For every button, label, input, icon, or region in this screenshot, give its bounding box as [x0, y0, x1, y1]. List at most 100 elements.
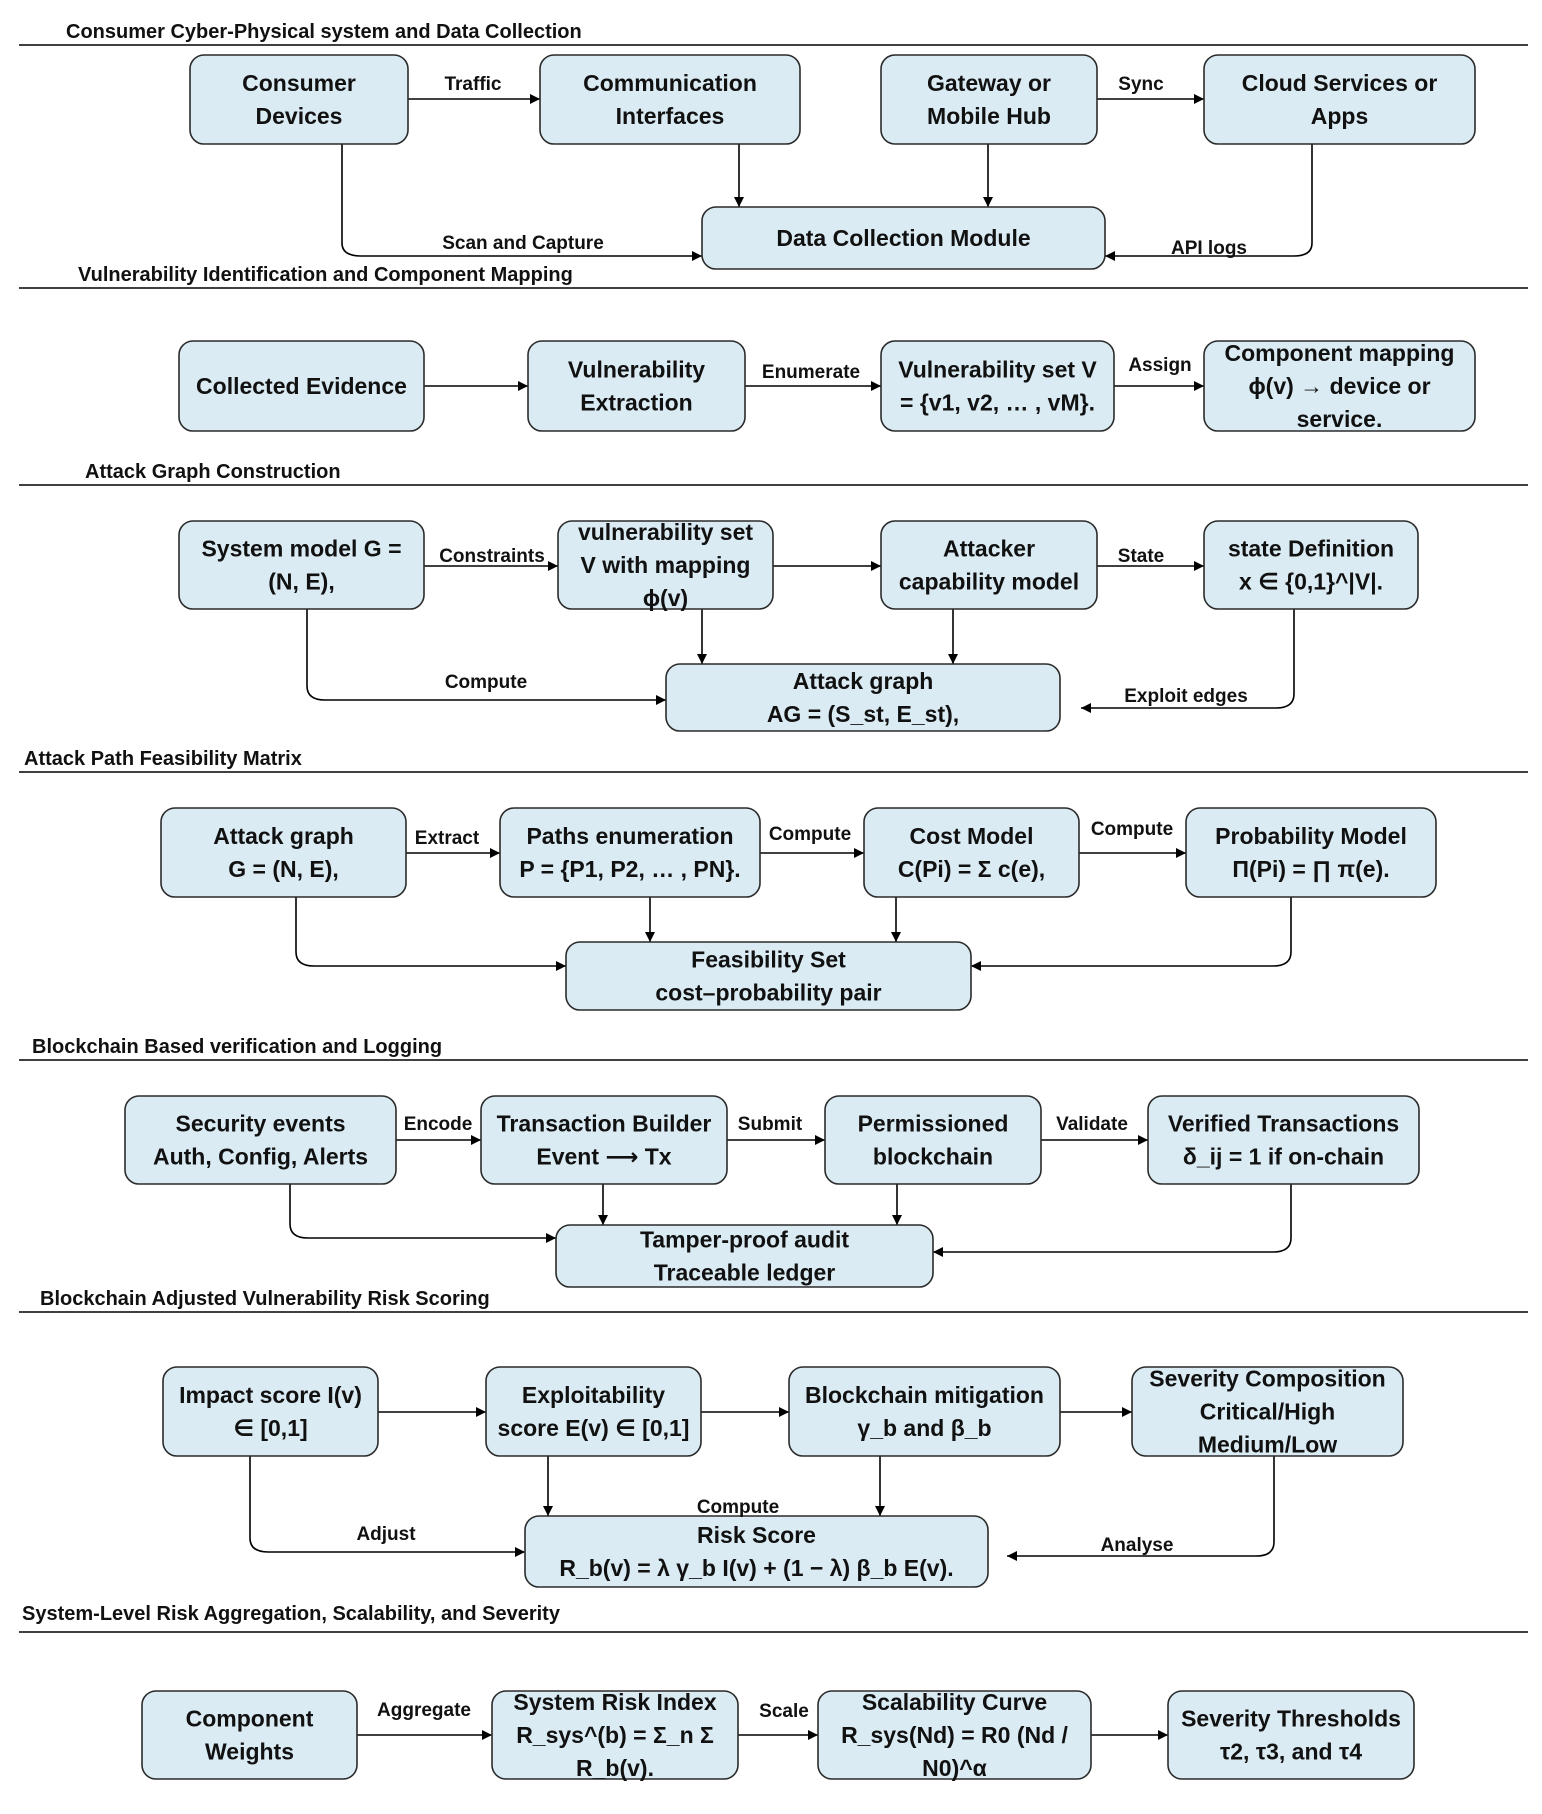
node-box: [555, 1224, 934, 1288]
node-text: Feasibility Set: [691, 947, 846, 973]
section-title-s1: Consumer Cyber-Physical system and Data …: [66, 21, 582, 43]
node-text: Data Collection Module: [776, 225, 1030, 251]
section-title-s6: Blockchain Adjusted Vulnerability Risk S…: [40, 1288, 490, 1310]
node-text: Auth, Config, Alerts: [153, 1144, 368, 1170]
node-text: Scalability Curve: [862, 1689, 1047, 1715]
edge-label: Encode: [404, 1114, 473, 1135]
node-text: Paths enumeration: [526, 823, 733, 849]
edge-label: Traffic: [444, 74, 501, 95]
node-text: Consumer: [242, 70, 356, 96]
node-text: System model G =: [201, 536, 401, 562]
node-data-collection-module: Data Collection Module: [701, 206, 1106, 270]
node-text: Permissioned: [858, 1111, 1009, 1137]
node-text: Attack graph: [213, 823, 354, 849]
node-text: (N, E),: [268, 569, 334, 595]
edge-label: Assign: [1128, 355, 1191, 376]
node-box: [1185, 807, 1437, 898]
node-text: Devices: [256, 103, 343, 129]
node-text: Transaction Builder: [497, 1111, 712, 1137]
node-box: [665, 663, 1061, 732]
node-text: Attacker: [943, 536, 1035, 562]
node-box: [880, 340, 1115, 432]
node-text: Severity Thresholds: [1181, 1706, 1401, 1732]
node-impact-score: Impact score I(v) ∈ [0,1]: [162, 1366, 379, 1457]
node-text: ∈ [0,1]: [233, 1415, 307, 1441]
node-text: Exploitability: [522, 1382, 665, 1408]
node-exploitability-score: Exploitability score E(v) ∈ [0,1]: [485, 1366, 702, 1457]
edge-arrow-e37: [1007, 1456, 1275, 1561]
node-text: ϕ(v) → device or: [1248, 373, 1430, 399]
node-text: Interfaces: [616, 103, 725, 129]
node-box: [491, 1690, 739, 1780]
edge-arrow-e23: [971, 897, 1292, 971]
edge-label: Analyse: [1101, 1535, 1174, 1556]
node-text: Severity Composition: [1149, 1366, 1385, 1392]
node-text: Impact score I(v): [179, 1382, 362, 1408]
node-text: Attack graph: [793, 668, 934, 694]
node-text: Mobile Hub: [927, 103, 1051, 129]
node-system-model: System model G = (N, E),: [178, 520, 425, 610]
node-box: [1203, 520, 1419, 610]
node-box: [880, 520, 1098, 610]
section-title-s5: Blockchain Based verification and Loggin…: [32, 1036, 442, 1058]
edge-label: Aggregate: [377, 1700, 471, 1721]
node-text: Vulnerability set V: [898, 357, 1097, 383]
node-collected-evidence: Collected Evidence: [178, 340, 425, 432]
node-text: Event ⟶ Tx: [536, 1144, 671, 1170]
edge-label: Adjust: [356, 1524, 416, 1545]
node-text: score E(v) ∈ [0,1]: [498, 1415, 690, 1441]
node-text: Extraction: [580, 390, 692, 416]
node-text: Traceable ledger: [654, 1260, 836, 1286]
edge-label: Scan and Capture: [442, 233, 604, 254]
node-text: R_b(v).: [576, 1755, 654, 1781]
edge-label: Compute: [697, 1497, 779, 1518]
section-title-s2: Vulnerability Identification and Compone…: [78, 264, 573, 286]
node-text: Gateway or: [927, 70, 1051, 96]
node-text: vulnerability set: [578, 519, 753, 545]
node-text: Critical/High: [1200, 1399, 1335, 1425]
node-text: C(Pi) = Σ c(e),: [898, 856, 1045, 882]
edge-arrow-e36: [249, 1456, 525, 1557]
node-box: [160, 807, 407, 898]
edge-label: Sync: [1118, 74, 1164, 95]
node-text: R_sys(Nd) = R0 (Nd /: [841, 1722, 1068, 1748]
node-box: [527, 340, 746, 432]
edge-arrow-e6: [1105, 144, 1313, 261]
node-text: service.: [1297, 406, 1383, 432]
node-box: [701, 206, 1106, 270]
node-box: [480, 1095, 728, 1185]
edge-arrow-e30: [933, 1184, 1292, 1257]
node-text: Tamper-proof audit: [640, 1227, 849, 1253]
node-text: γ_b and β_b: [857, 1415, 991, 1441]
node-text: ϕ(v): [643, 585, 688, 611]
edge-arrow-e29: [289, 1184, 556, 1243]
node-box: [1203, 54, 1476, 145]
node-box: [124, 1095, 397, 1185]
node-box: [141, 1690, 358, 1780]
edge-label: State: [1118, 546, 1164, 567]
edge-label: Scale: [759, 1701, 809, 1722]
node-text: τ2, τ3, and τ4: [1220, 1739, 1362, 1765]
node-text: R_b(v) = λ γ_b I(v) + (1 − λ) β_b E(v).: [559, 1555, 953, 1581]
node-box: [565, 941, 972, 1011]
node-text: V with mapping: [581, 552, 751, 578]
node-text: Vulnerability: [568, 357, 705, 383]
edge-label: Enumerate: [762, 362, 860, 383]
node-attack-graph-g: Attack graph G = (N, E),: [160, 807, 407, 898]
node-text: G = (N, E),: [228, 856, 339, 882]
